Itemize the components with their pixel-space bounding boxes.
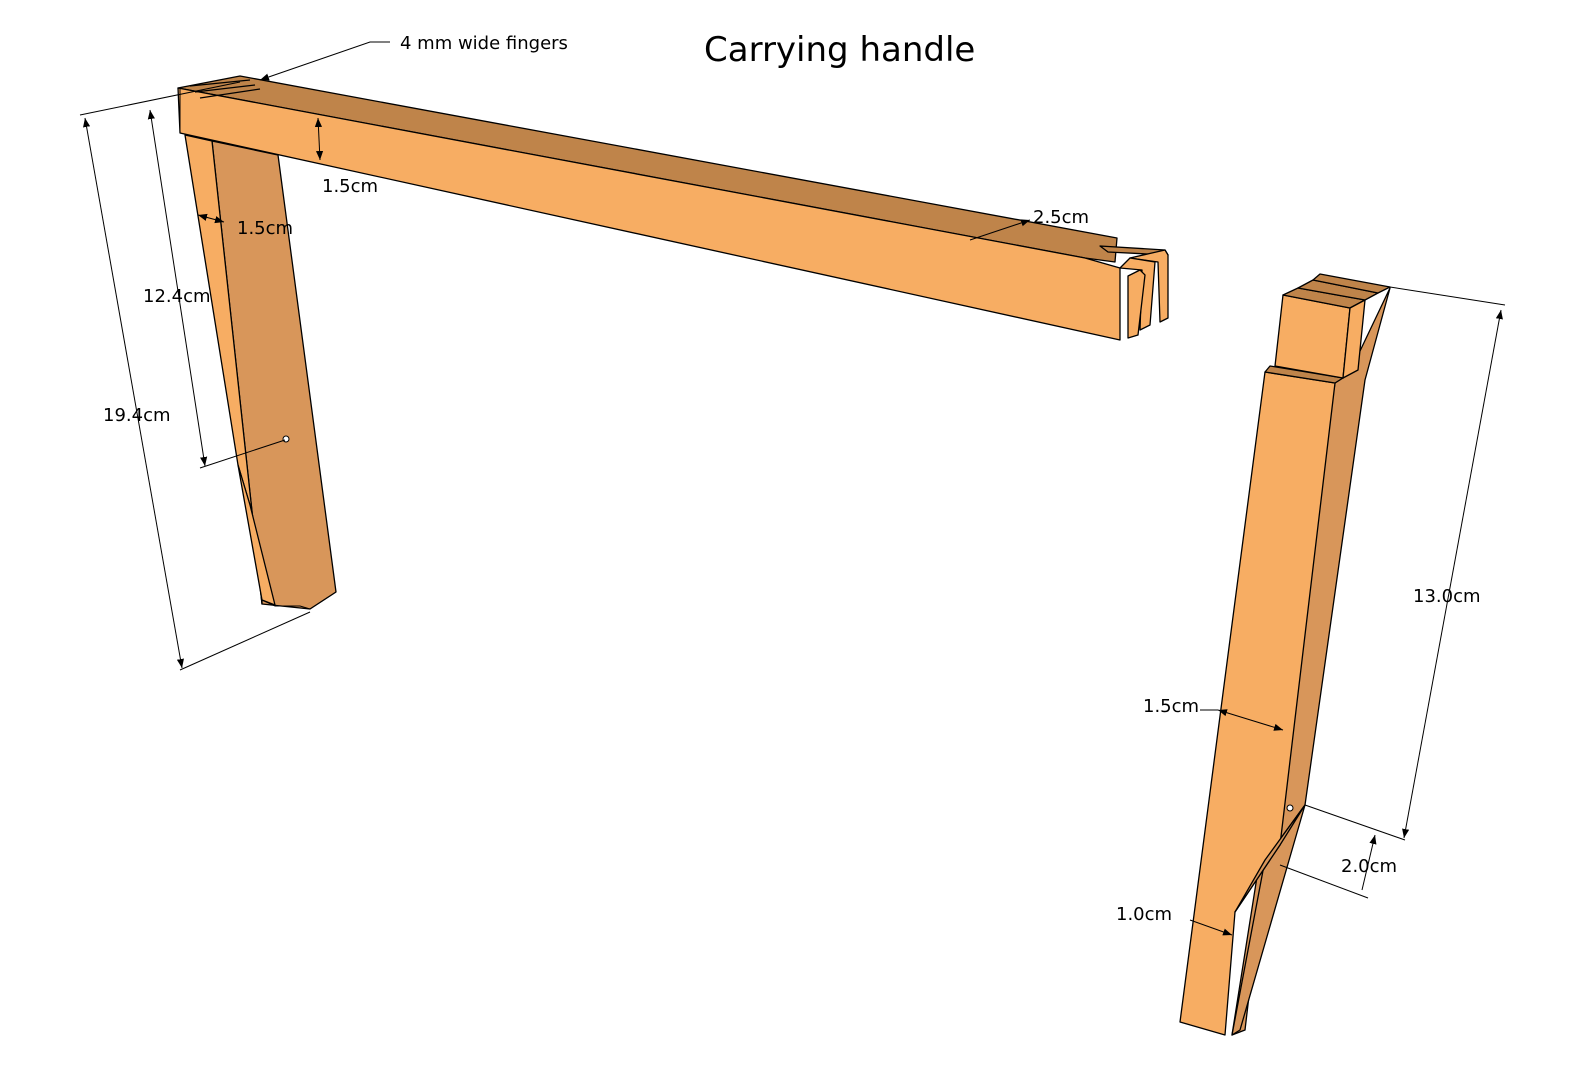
finger-lines-top bbox=[189, 79, 261, 99]
label-left-leg-length: 19.4cm bbox=[103, 405, 171, 426]
right-leg bbox=[1179, 273, 1391, 1036]
bar-fingers bbox=[1099, 245, 1169, 339]
label-bar-width: 2.5cm bbox=[1033, 207, 1090, 228]
top-bar bbox=[177, 75, 1169, 341]
label-right-leg-tip: 1.0cm bbox=[1116, 904, 1173, 925]
dimension-lines bbox=[79, 41, 1506, 936]
left-leg bbox=[184, 134, 337, 610]
label-bar-thickness: 1.5cm bbox=[322, 176, 379, 197]
label-left-leg-thickness: 1.5cm bbox=[237, 218, 294, 239]
label-right-leg-upper: 13.0cm bbox=[1413, 586, 1481, 607]
right-leg-tenon bbox=[1274, 294, 1351, 379]
label-right-leg-slope: 2.0cm bbox=[1341, 856, 1398, 877]
pivot-hole-icon bbox=[282, 435, 290, 443]
label-fingers: 4 mm wide fingers bbox=[400, 33, 568, 54]
label-left-leg-to-pivot: 12.4cm bbox=[143, 286, 211, 307]
pivot-hole-icon bbox=[1286, 804, 1294, 812]
drawing-title: Carrying handle bbox=[704, 30, 976, 70]
label-right-leg-thickness: 1.5cm bbox=[1143, 696, 1200, 717]
